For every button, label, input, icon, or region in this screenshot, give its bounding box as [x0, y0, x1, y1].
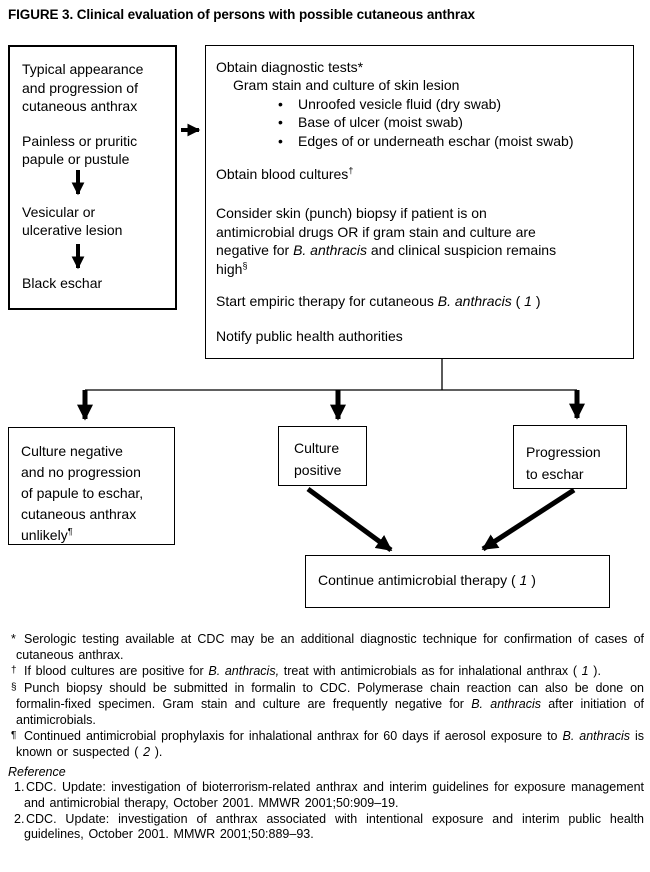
stage-papule: Painless or pruritic papule or pustule: [22, 132, 138, 168]
footnote-dagger: †If blood cultures are positive for B. a…: [11, 664, 601, 679]
bullet-icon: •: [278, 114, 283, 131]
list-item: •Unroofed vesicle fluid (dry swab): [278, 95, 502, 112]
stage-vesicular: Vesicular or ulcerative lesion: [22, 203, 123, 239]
outcome-positive-box: Culture positive: [278, 426, 367, 486]
footnote-asterisk: *Serologic testing available at CDC may …: [11, 632, 644, 662]
notify-authorities-line: Notify public health authorities: [216, 328, 403, 345]
continue-therapy-box: Continue antimicrobial therapy ( 1 ): [305, 555, 610, 608]
gram-stain-line: Gram stain and culture of skin lesion: [233, 77, 460, 94]
continue-therapy-text: Continue antimicrobial therapy ( 1 ): [318, 572, 536, 588]
footnote-pilcrow: ¶Continued antimicrobial prophylaxis for…: [11, 729, 644, 759]
notes-section: *Serologic testing available at CDC may …: [6, 632, 644, 843]
bullet-icon: •: [278, 132, 283, 149]
stage-eschar: Black eschar: [22, 274, 103, 291]
outcome-eschar-box: Progression to eschar: [513, 425, 627, 489]
arrow-positive-to-continue: [306, 486, 393, 553]
footnote-section: §Punch biopsy should be submitted in for…: [11, 681, 644, 727]
appearance-intro: Typical appearance and progression of cu…: [22, 61, 144, 114]
diagnostic-tests: Obtain diagnostic tests* Gram stain and …: [216, 58, 621, 150]
reference-heading: Reference: [8, 764, 66, 779]
arrow-eschar-to-continue: [481, 487, 576, 552]
reference-item: 1.CDC. Update: investigation of bioterro…: [14, 780, 644, 811]
outcome-eschar-text: Progression to eschar: [526, 444, 601, 482]
figure-title: FIGURE 3. Clinical evaluation of persons…: [8, 7, 475, 22]
workup-box: Obtain diagnostic tests* Gram stain and …: [205, 45, 634, 359]
outcome-positive-text: Culture positive: [294, 440, 342, 478]
appearance-box: Typical appearance and progression of cu…: [8, 45, 177, 310]
list-item: •Edges of or underneath eschar (moist sw…: [278, 132, 574, 149]
outcome-negative-box: Culture negative and no progression of p…: [8, 427, 175, 545]
blood-cultures-line: Obtain blood cultures†: [216, 165, 354, 183]
biopsy-paragraph: Consider skin (punch) biopsy if patient …: [216, 205, 557, 277]
list-item: •Base of ulcer (moist swab): [278, 114, 463, 131]
bullet-icon: •: [278, 95, 283, 112]
empiric-therapy-line: Start empiric therapy for cutaneous B. a…: [216, 293, 541, 310]
outcome-negative-text: Culture negative and no progression of p…: [21, 443, 144, 543]
reference-item: 2.CDC. Update: investigation of anthrax …: [14, 811, 644, 842]
